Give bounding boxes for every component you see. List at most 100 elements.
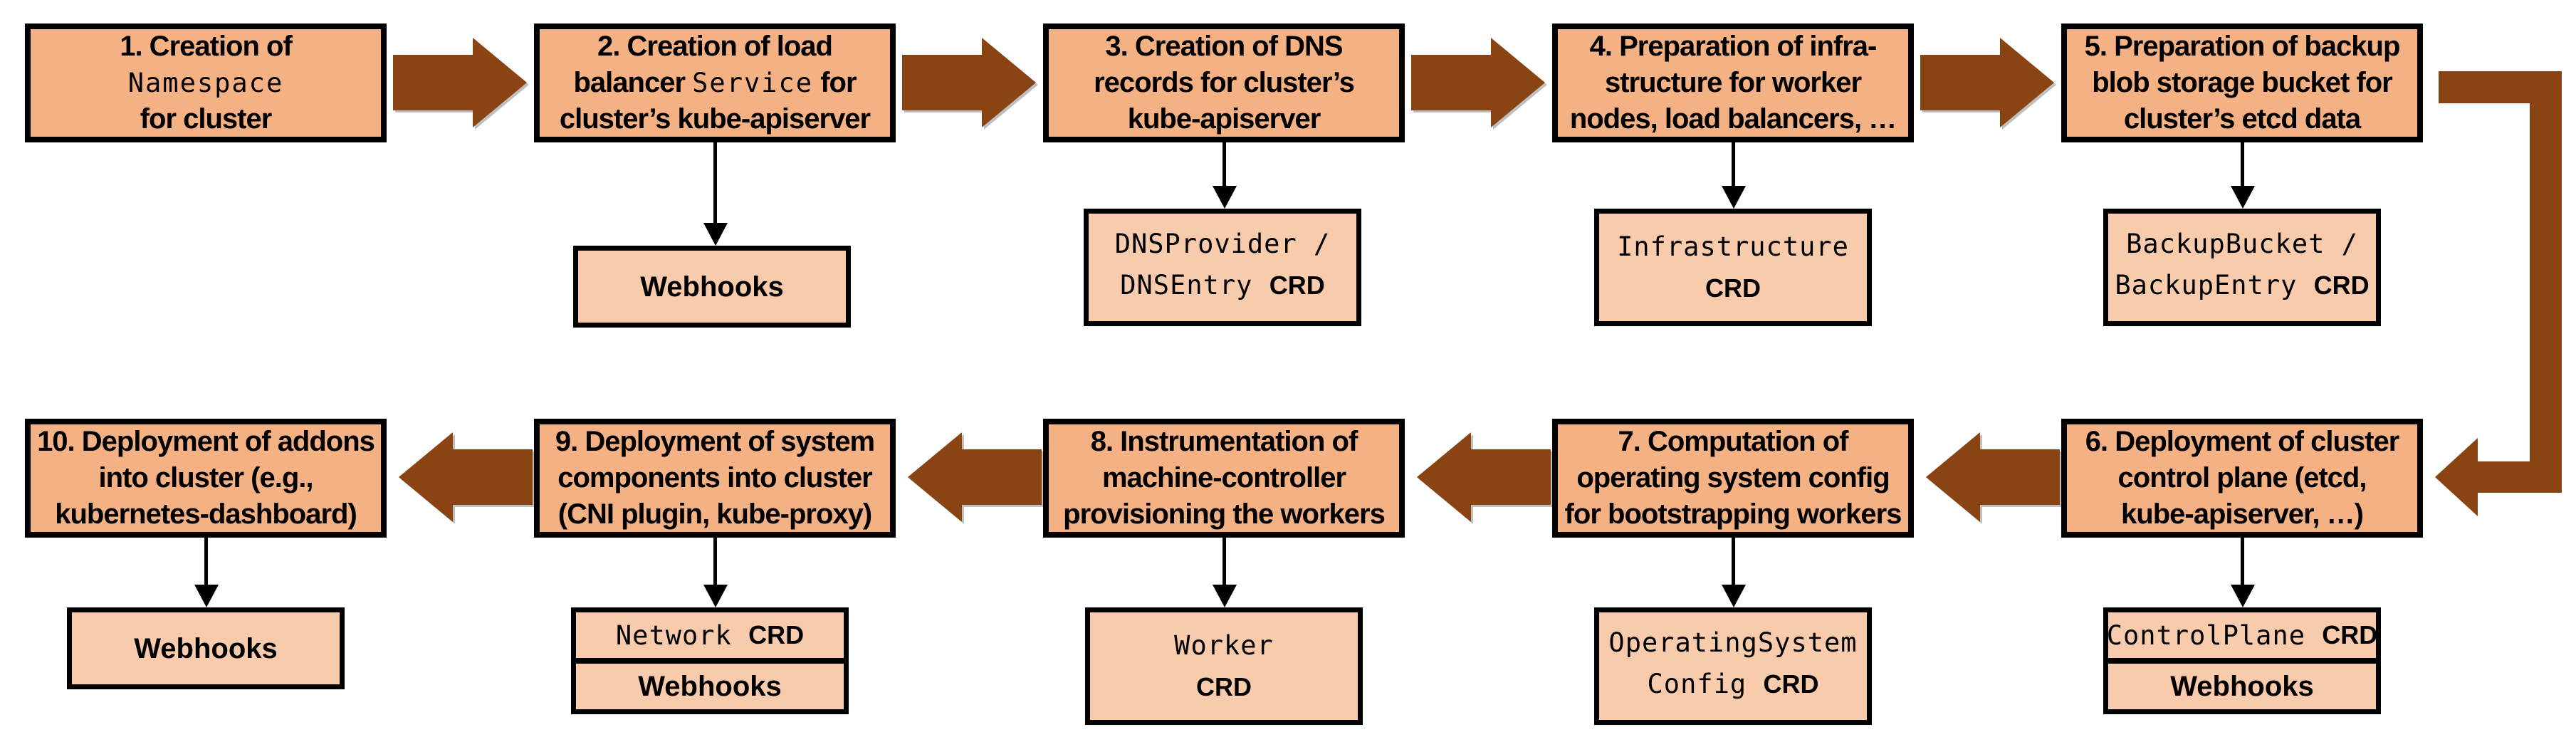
flow-arrow-right-4-5-icon [1920,38,2054,127]
step-10-line-2: into cluster (e.g., [98,462,313,493]
elbow-arrow-bottom-bar [2476,461,2562,493]
step-5-line-2: blob storage bucket for [2092,67,2392,98]
webhooks-cell: Webhooks [2108,658,2376,709]
step-2-line-3: cluster’s kube-apiserver [559,103,871,135]
network-label: Network [615,620,749,651]
crd-label: CRD [1705,273,1761,303]
operatingsystem-label: OperatingSystem [1608,627,1858,658]
step-5-line-1: 5. Preparation of backup [2084,31,2401,62]
step-8-line-1: 8. Instrumentation of [1090,426,1358,457]
infrastructure-label: Infrastructure [1617,231,1849,262]
down-arrow-connector-step-6 [2241,536,2244,585]
step-6-line-3: kube-apiserver, …) [2121,498,2364,530]
step-6-line-2: control plane (etcd, [2117,462,2367,493]
webhooks-label: Webhooks [2170,670,2314,702]
step-7-line-2: operating system config [1576,462,1890,493]
controlplane-label: ControlPlane [2106,620,2323,651]
step-8-box: 8. Instrumentation of machine-controller… [1043,419,1405,538]
step-7-line-3: for bootstrapping workers [1564,498,1902,530]
flow-arrow-left-6-7-icon [1926,432,2060,522]
step-7-line-1: 7. Computation of [1618,426,1849,457]
down-arrow-connector-step-4 [1732,142,1735,186]
step-2-line-2: balancer Service for [573,65,857,101]
worker-label: Worker [1174,629,1274,661]
dnsentry-crd-line: DNSEntry CRD [1120,265,1324,312]
elbow-arrow-vertical-bar [2530,71,2562,493]
step-5-box: 5. Preparation of backup blob storage bu… [2061,23,2423,142]
step-8-line-3: provisioning the workers [1063,498,1386,530]
step-1-line-2: Namespace [127,68,284,98]
flow-arrow-left-7-8-icon [1417,432,1551,522]
step-9-line-3: (CNI plugin, kube-proxy) [557,498,872,530]
dnsprovider-label: DNSProvider / [1114,228,1331,259]
config-label: Config [1647,668,1764,699]
dns-crd-box: DNSProvider / DNSEntry CRD [1084,209,1361,326]
step-6-box: 6. Deployment of cluster control plane (… [2061,419,2423,538]
step-10-line-3: kubernetes-dashboard) [55,498,357,530]
step-10-line-1: 10. Deployment of addons [37,426,375,457]
crd-label: CRD [1196,672,1252,701]
step-7-box: 7. Computation of operating system confi… [1552,419,1914,538]
elbow-arrow-head-icon [2435,438,2478,516]
step-1-box: 1. Creation of Namespace for cluster [25,23,387,142]
controlplane-crd-webhooks-box: ControlPlane CRD Webhooks [2103,607,2381,714]
webhooks-cell: Webhooks [576,658,844,709]
network-crd-cell: Network CRD [576,612,844,658]
down-arrow-connector-step-9 [713,536,717,585]
webhooks-box-step-2: Webhooks [573,246,851,328]
down-arrow-connector-step-10 [204,536,208,585]
step-3-box: 3. Creation of DNS records for cluster’s… [1043,23,1405,142]
crd-label: CRD [2322,620,2378,649]
backup-crd-box: BackupBucket / BackupEntry CRD [2103,209,2381,326]
step-2-line-1: 2. Creation of load [597,31,833,62]
step-5-line-3: cluster’s etcd data [2123,103,2361,135]
crd-label: CRD [1763,669,1819,699]
crd-label: CRD [748,620,805,649]
operatingsystemconfig-crd-box: OperatingSystem Config CRD [1594,607,1872,725]
step-4-line-1: 4. Preparation of infra- [1589,31,1878,62]
crd-label: CRD [1269,270,1325,300]
dnsentry-label: DNSEntry [1120,269,1269,301]
webhooks-label: Webhooks [134,632,278,664]
step-6-line-1: 6. Deployment of cluster [2085,426,2400,457]
step-3-line-2: records for cluster’s [1094,67,1355,98]
down-arrow-connector-step-7 [1732,536,1735,585]
config-crd-line: Config CRD [1648,664,1819,711]
flow-arrow-right-2-3-icon [902,38,1036,127]
down-arrow-connector-step-8 [1222,536,1226,585]
step-3-line-1: 3. Creation of DNS [1105,31,1343,62]
step-1-line-1: 1. Creation of [120,31,293,62]
network-crd-webhooks-box: Network CRD Webhooks [571,607,849,714]
step-4-line-2: structure for worker [1604,67,1862,98]
down-arrow-connector-step-2 [713,142,717,223]
backupentry-crd-line: BackupEntry CRD [2115,265,2369,312]
step-4-box: 4. Preparation of infra- structure for w… [1552,23,1914,142]
down-arrow-connector-step-3 [1222,142,1226,186]
service-resource-name: Service [692,68,814,98]
controlplane-crd-cell: ControlPlane CRD [2106,612,2378,658]
step-9-box: 9. Deployment of system components into … [534,419,896,538]
step-9-line-1: 9. Deployment of system [555,426,875,457]
down-arrow-connector-step-5 [2241,142,2244,186]
step-9-line-2: components into cluster [557,462,872,493]
step-8-line-2: machine-controller [1101,462,1346,493]
step-3-line-3: kube-apiserver [1127,103,1321,135]
worker-crd-box: Worker CRD [1085,607,1363,725]
webhooks-label: Webhooks [638,670,782,702]
step-2-line-2-text-end: for [813,67,857,98]
crd-label: CRD [2313,270,2370,300]
step-2-box: 2. Creation of load balancer Service for… [534,23,896,142]
webhooks-label: Webhooks [640,271,784,303]
backupbucket-label: BackupBucket / [2126,228,2358,259]
webhooks-box-step-10: Webhooks [67,607,345,689]
step-10-box: 10. Deployment of addons into cluster (e… [25,419,387,538]
step-1-line-3: for cluster [140,103,273,135]
flow-arrow-right-3-4-icon [1411,38,1545,127]
infrastructure-crd-box: Infrastructure CRD [1594,209,1872,326]
backupentry-label: BackupEntry [2115,269,2314,301]
step-4-line-3: nodes, load balancers, … [1569,103,1897,135]
flow-arrow-right-1-2-icon [393,38,527,127]
step-2-line-2-text: balancer [573,67,693,98]
flow-arrow-left-9-10-icon [399,432,533,522]
